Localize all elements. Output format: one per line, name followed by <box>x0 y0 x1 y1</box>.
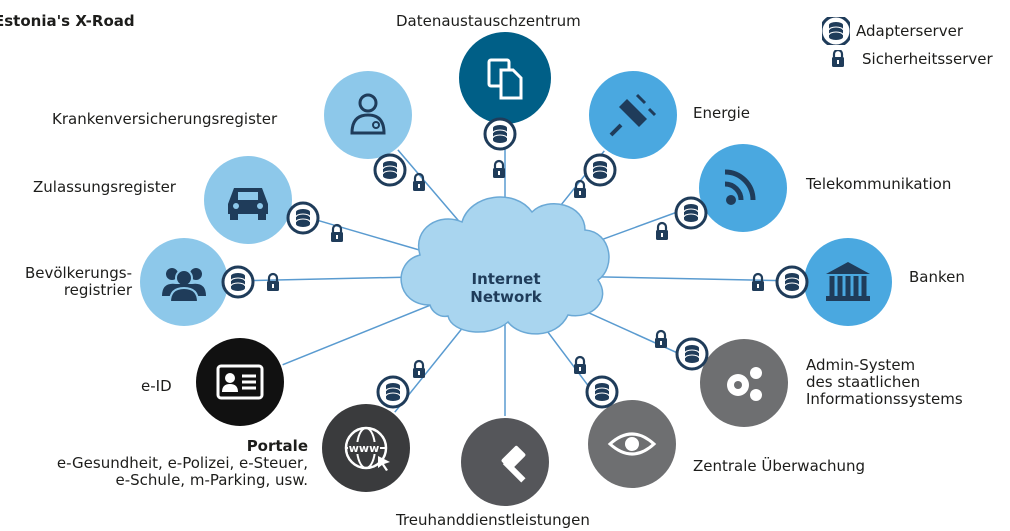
security-server-icon <box>572 355 588 376</box>
node-eid <box>194 336 286 428</box>
svg-text:www: www <box>349 442 380 455</box>
car-icon <box>228 188 268 220</box>
label-zulassungsregister: Zulassungsregister <box>33 178 176 196</box>
adapter-server-icon <box>483 117 517 151</box>
label-admin-line-1: Admin-System <box>806 356 916 374</box>
node-circle-eid <box>196 338 284 426</box>
id-card-icon <box>216 364 264 400</box>
legend-security-label: Sicherheitsserver <box>862 50 993 68</box>
label-portale-line-1: e-Gesundheit, e-Polizei, e-Steuer, <box>56 454 308 472</box>
label-portale-title: Portale <box>246 437 308 455</box>
center-line-2: Network <box>470 288 542 306</box>
center-label: Internet Network <box>436 270 576 306</box>
www-icon: www <box>344 426 390 471</box>
security-server-icon <box>830 50 846 68</box>
security-server-icon <box>411 172 427 193</box>
diagram-title: Estonia's X-Road <box>0 12 135 30</box>
node-ueberwachung <box>572 355 678 490</box>
security-server-icon <box>411 359 427 380</box>
doctor-icon <box>350 93 386 135</box>
adapter-server-icon <box>775 265 809 299</box>
adapter-server-icon <box>583 153 617 187</box>
label-admin-line-3: Informationssystems <box>806 390 963 408</box>
node-telekom <box>654 142 789 242</box>
security-server-icon <box>654 221 670 242</box>
label-admin-system: Admin-System des staatlichen Information… <box>806 357 963 408</box>
adapter-server-icon <box>822 17 850 45</box>
node-kranken <box>322 69 427 193</box>
gears-icon <box>727 367 762 401</box>
legend-security: Sicherheitsserver <box>830 50 993 68</box>
adapter-server-icon <box>373 153 407 187</box>
adapter-server-icon <box>286 201 320 235</box>
adapter-server-icon <box>674 196 708 230</box>
label-banken: Banken <box>909 268 965 286</box>
internet-cloud <box>400 196 610 335</box>
security-server-icon <box>329 223 345 244</box>
adapter-server-icon <box>221 265 255 299</box>
label-zentrale-ueberwachung: Zentrale Überwachung <box>693 457 866 475</box>
node-banken <box>750 236 894 328</box>
adapter-server-icon <box>376 375 410 409</box>
label-treuhanddienstleistungen: Treuhanddienstleistungen <box>396 511 590 529</box>
plug-icon <box>609 93 657 137</box>
label-krankenversicherungsregister: Krankenversicherungsregister <box>52 110 278 128</box>
node-energie <box>572 69 679 200</box>
label-energie: Energie <box>693 104 751 122</box>
label-telekommunikation: Telekommunikation <box>806 175 952 193</box>
gavel-icon <box>501 445 526 483</box>
node-zulassung <box>202 154 345 246</box>
label-portale-line-2: e-Schule, m-Parking, usw. <box>115 471 308 489</box>
node-portale: www <box>320 359 427 494</box>
label-portale: Portale e-Gesundheit, e-Polizei, e-Steue… <box>20 438 308 489</box>
bank-icon <box>826 262 870 301</box>
label-datenaustauschzentrum: Datenaustauschzentrum <box>396 12 581 30</box>
node-datenaustausch <box>457 30 553 180</box>
people-icon <box>162 268 206 303</box>
center-line-1: Internet <box>471 270 541 288</box>
security-server-icon <box>572 179 588 200</box>
node-bevoelkerung <box>138 236 281 328</box>
documents-icon <box>487 58 523 100</box>
label-bevoelkerung-line-2: registrier <box>63 281 132 299</box>
security-server-icon <box>653 329 669 350</box>
security-server-icon <box>265 272 281 293</box>
security-server-icon <box>750 272 766 293</box>
adapter-server-icon <box>585 375 619 409</box>
node-treuhand <box>459 416 551 508</box>
node-admin <box>653 329 790 429</box>
label-bevoelkerung-line-1: Bevölkerungs- <box>24 264 132 282</box>
adapter-server-icon <box>675 337 709 371</box>
label-bevoelkerungsregister: Bevölkerungs- registrier <box>8 265 132 299</box>
legend-adapter-label: Adapterserver <box>856 22 963 40</box>
label-admin-line-2: des staatlichen <box>806 373 921 391</box>
rss-icon <box>724 169 756 205</box>
legend-adapter: Adapterserver <box>822 17 963 45</box>
label-eid: e-ID <box>141 377 172 395</box>
node-circle-telekom <box>699 144 787 232</box>
eye-icon <box>607 432 657 456</box>
security-server-icon <box>491 159 507 180</box>
